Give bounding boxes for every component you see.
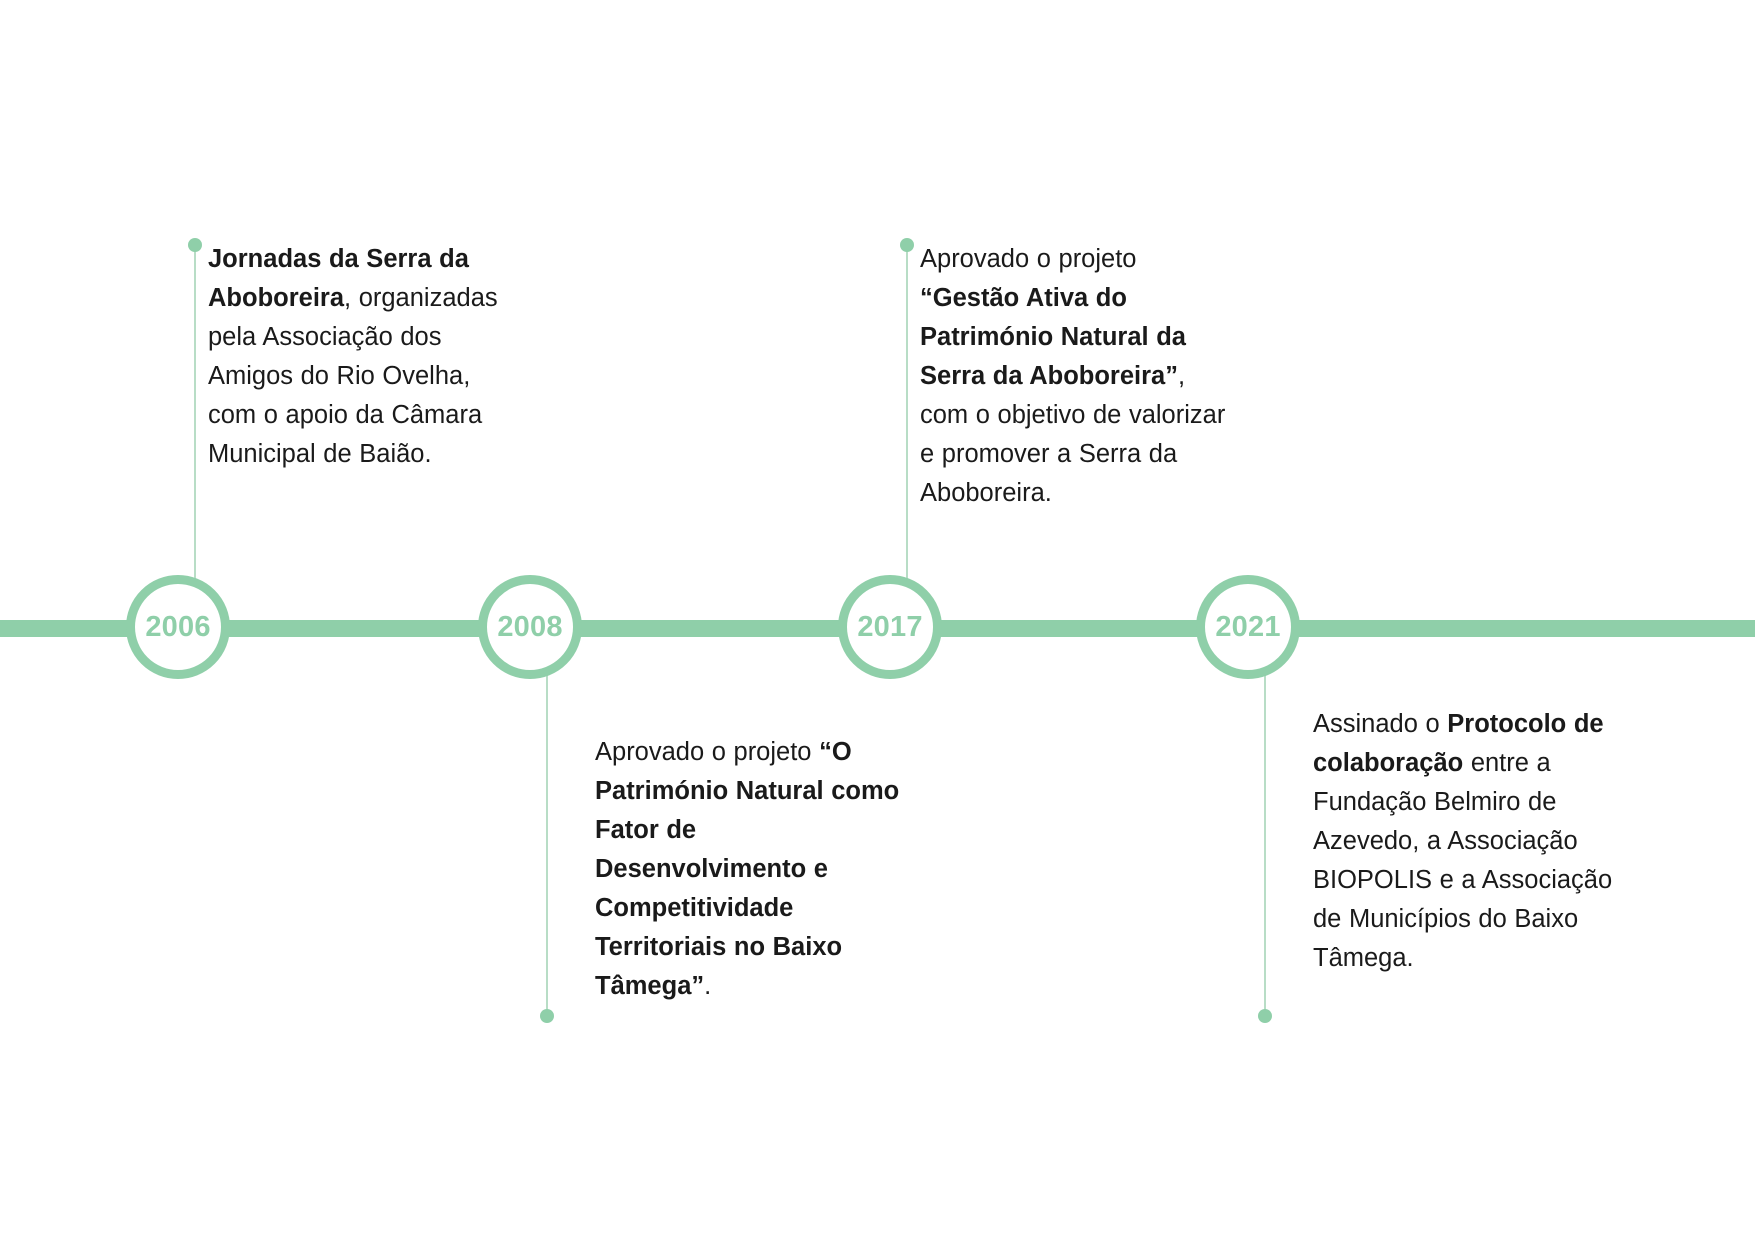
timeline-node-year-label: 2008 <box>497 610 563 643</box>
connector-line-2008 <box>546 670 548 1022</box>
connector-line-2021 <box>1264 670 1266 1022</box>
connector-line-2017 <box>906 244 908 584</box>
timeline-node-2017[interactable]: 2017 <box>838 575 942 679</box>
connector-endpoint-dot-2017 <box>900 238 914 252</box>
timeline-node-2006[interactable]: 2006 <box>126 575 230 679</box>
event-description-2021: Assinado o Protocolo de colaboração entr… <box>1313 710 1613 972</box>
event-description-2006: Jornadas da Serra da Aboboreira, organiz… <box>208 245 498 468</box>
connector-line-2006 <box>194 244 196 584</box>
timeline-node-year-label: 2006 <box>145 610 211 643</box>
event-description-2017: Aprovado o projeto “Gestão Ativa do Patr… <box>920 245 1226 507</box>
timeline-node-year-label: 2021 <box>1215 610 1281 643</box>
timeline-node-year-label: 2017 <box>857 610 923 643</box>
event-description-2008: Aprovado o projeto “O Património Natural… <box>595 738 900 1000</box>
timeline-node-2008[interactable]: 2008 <box>478 575 582 679</box>
connector-endpoint-dot-2006 <box>188 238 202 252</box>
connector-endpoint-dot-2008 <box>540 1009 554 1023</box>
timeline-node-2021[interactable]: 2021 <box>1196 575 1300 679</box>
connector-endpoint-dot-2021 <box>1258 1009 1272 1023</box>
